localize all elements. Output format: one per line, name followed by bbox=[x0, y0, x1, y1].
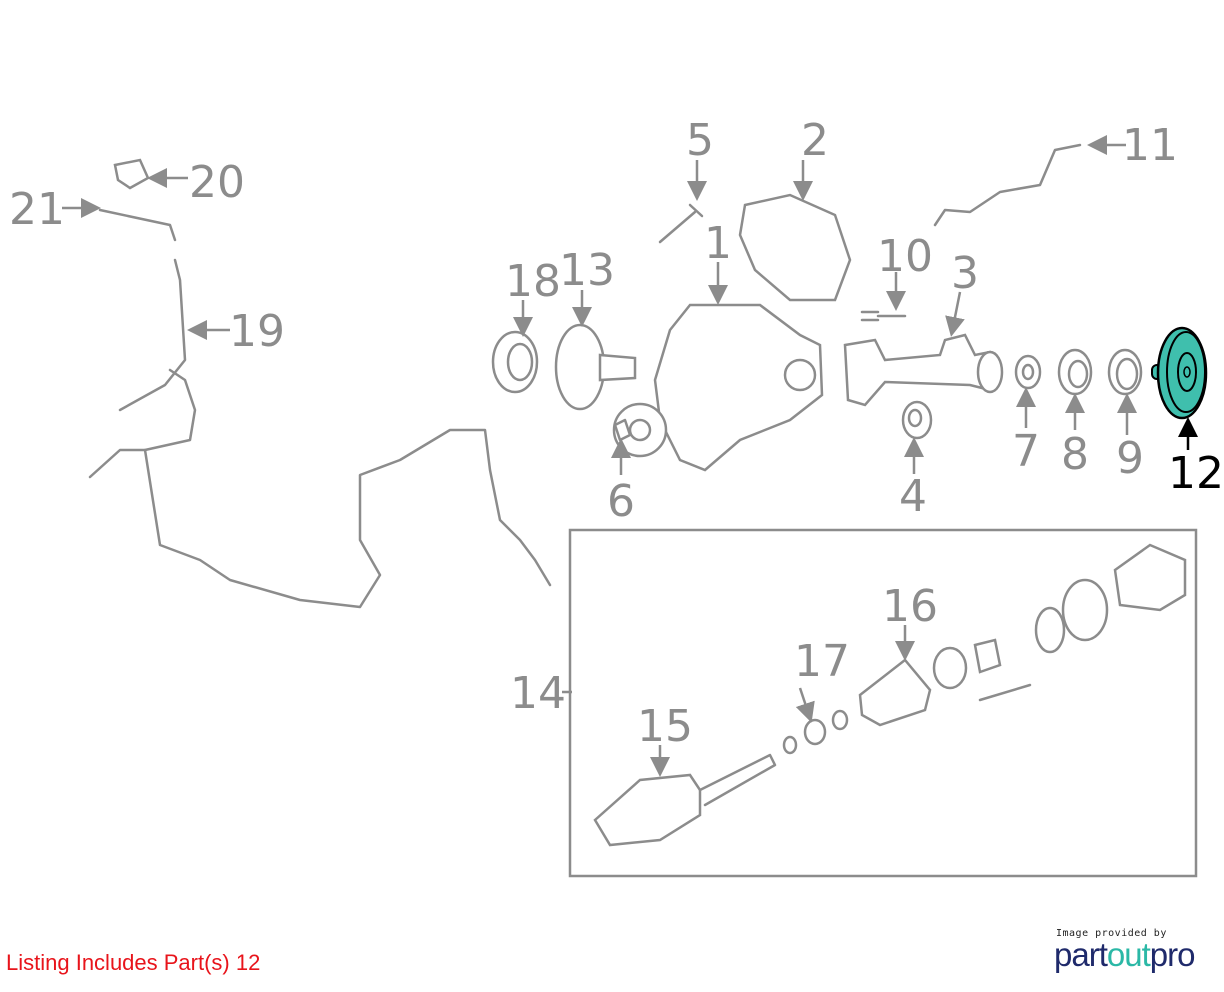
cv-joint-parts[interactable] bbox=[932, 543, 1187, 702]
callout-19[interactable]: 19 bbox=[229, 306, 285, 357]
callout-14[interactable]: 14 bbox=[510, 668, 566, 719]
boot-part-16[interactable] bbox=[858, 658, 932, 727]
axle-shaft-part-15[interactable] bbox=[593, 753, 777, 847]
sensor-part-20[interactable] bbox=[113, 158, 150, 190]
callout-6[interactable]: 6 bbox=[607, 476, 635, 527]
callout-7[interactable]: 7 bbox=[1012, 426, 1040, 477]
seal-part-18[interactable] bbox=[491, 330, 539, 394]
logo-pro: pro bbox=[1149, 936, 1196, 973]
logo-part: part bbox=[1054, 936, 1108, 973]
logo-out: out bbox=[1106, 936, 1151, 973]
bearing-part-8[interactable] bbox=[1057, 348, 1093, 396]
seal-part-9[interactable] bbox=[1107, 348, 1143, 396]
callout-13[interactable]: 13 bbox=[559, 245, 615, 296]
bushing-part-4[interactable] bbox=[901, 400, 933, 440]
axle-tube-part-3[interactable] bbox=[843, 333, 1004, 407]
wiring-harness-part-19[interactable] bbox=[88, 208, 552, 609]
spacer-part-7[interactable] bbox=[1014, 354, 1042, 390]
image-credit-text: Image provided by bbox=[1056, 928, 1167, 939]
callout-2[interactable]: 2 bbox=[801, 115, 829, 166]
differential-housing-part-1[interactable] bbox=[612, 303, 824, 472]
leader-lines bbox=[62, 135, 1198, 777]
callout-16[interactable]: 16 bbox=[882, 581, 938, 632]
nut-part-17[interactable] bbox=[782, 709, 849, 755]
flange-part-13[interactable] bbox=[554, 323, 637, 411]
listing-includes-text: Listing Includes Part(s) 12 bbox=[6, 950, 261, 975]
assembly-box-part-14 bbox=[568, 528, 1198, 878]
callout-15[interactable]: 15 bbox=[637, 701, 693, 752]
callout-20[interactable]: 20 bbox=[189, 157, 245, 208]
callout-1[interactable]: 1 bbox=[704, 218, 732, 269]
bolt-part-5[interactable] bbox=[658, 203, 704, 244]
bolt-part-10[interactable] bbox=[860, 310, 907, 322]
callout-17[interactable]: 17 bbox=[794, 636, 850, 687]
flange-part-12-highlighted[interactable] bbox=[1151, 326, 1208, 420]
callout-5[interactable]: 5 bbox=[686, 115, 714, 166]
callout-18[interactable]: 18 bbox=[505, 256, 561, 307]
clip-part-6[interactable] bbox=[613, 418, 632, 442]
cover-part-2[interactable] bbox=[738, 193, 852, 302]
callout-3[interactable]: 3 bbox=[951, 248, 979, 299]
partoutpro-logo: partoutpro bbox=[1054, 936, 1196, 974]
callout-9[interactable]: 9 bbox=[1116, 433, 1144, 484]
callout-4[interactable]: 4 bbox=[899, 471, 927, 522]
vent-tube-part-11[interactable] bbox=[933, 143, 1082, 227]
callout-11[interactable]: 11 bbox=[1122, 120, 1178, 171]
callout-12-selected[interactable]: 12 bbox=[1168, 448, 1224, 499]
callout-10[interactable]: 10 bbox=[877, 231, 933, 282]
callout-8[interactable]: 8 bbox=[1061, 429, 1089, 480]
callout-21[interactable]: 21 bbox=[9, 184, 65, 235]
